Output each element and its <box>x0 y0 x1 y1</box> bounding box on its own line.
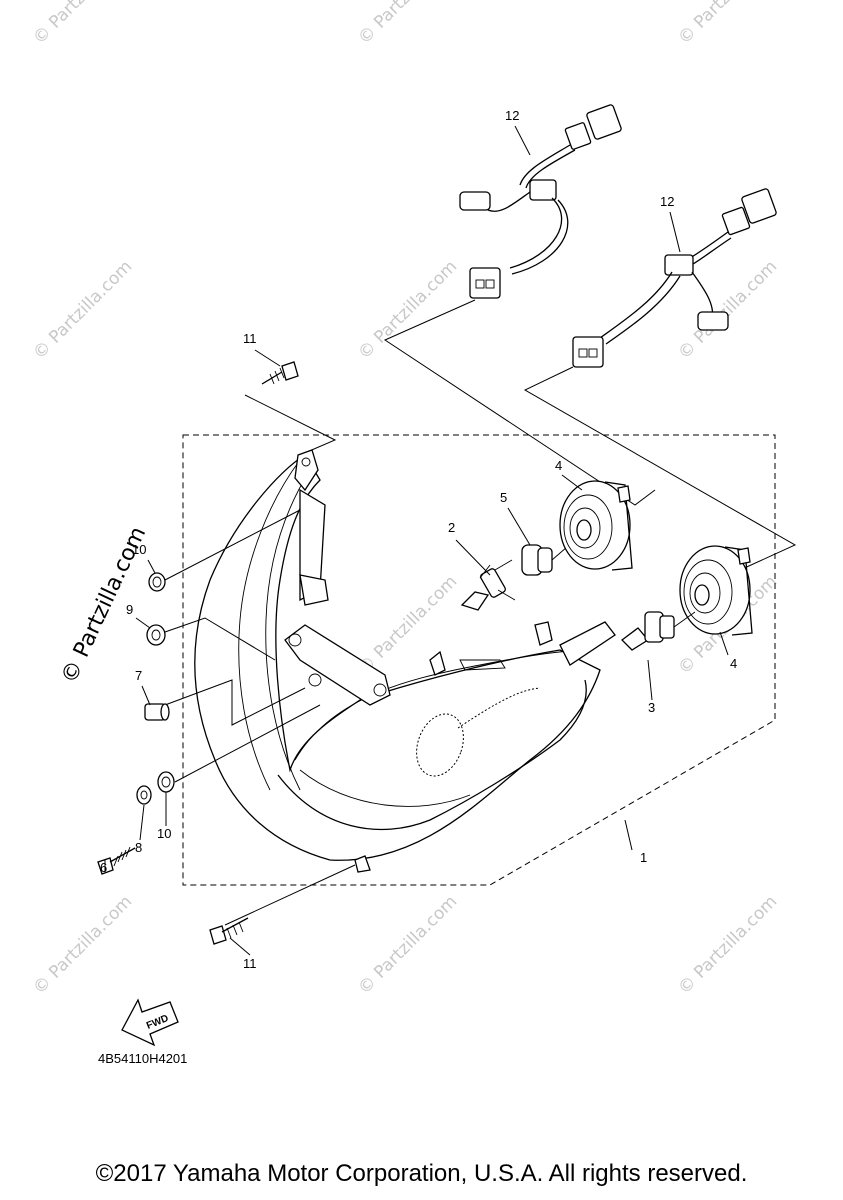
screw-11-lower <box>209 917 249 945</box>
callout-9: 9 <box>126 602 133 617</box>
headlight-assembly <box>194 449 616 873</box>
part-labels: 1 2 3 4 4 5 6 7 8 9 10 10 11 11 12 12 <box>100 108 737 971</box>
callout-5: 5 <box>500 490 507 505</box>
wire-harness-upper <box>459 104 622 299</box>
diagram-code: 4B54110H4201 <box>98 1051 187 1066</box>
callout-7: 7 <box>135 668 142 683</box>
callout-2: 2 <box>448 520 455 535</box>
assembly-boundary <box>182 434 776 886</box>
callout-12-lower: 12 <box>660 194 674 209</box>
callout-10-upper: 10 <box>132 542 146 557</box>
grommet-10-upper <box>148 572 166 592</box>
callout-11-upper: 11 <box>243 331 257 346</box>
callout-4-lower: 4 <box>730 656 737 671</box>
grommet-10-lower <box>157 771 175 793</box>
washer-8 <box>136 785 152 805</box>
bulb-cover-4-lower <box>679 545 753 636</box>
watermark: © Partzilla.com <box>354 0 461 49</box>
screw-11-upper <box>261 361 299 385</box>
callout-4-upper: 4 <box>555 458 562 473</box>
watermark: © Partzilla.com <box>674 892 781 999</box>
watermark: © Partzilla.com <box>354 257 461 364</box>
collar-7 <box>144 703 170 721</box>
callout-12-upper: 12 <box>505 108 519 123</box>
copyright-notice: ©2017 Yamaha Motor Corporation, U.S.A. A… <box>95 1160 748 1187</box>
grommet-9 <box>146 624 166 646</box>
callout-1: 1 <box>640 850 647 865</box>
callout-8: 8 <box>135 840 142 855</box>
bulb-2 <box>460 559 516 611</box>
socket-5 <box>521 539 576 576</box>
watermark: © Partzilla.com <box>29 257 136 364</box>
watermark: © Partzilla.com <box>354 572 461 679</box>
callout-11-lower: 11 <box>243 956 257 971</box>
wire-harness-lower <box>572 188 777 368</box>
watermark: © Partzilla.com <box>674 0 781 49</box>
bulb-3 <box>621 611 696 651</box>
side-watermark: © Partzilla.com <box>57 523 151 687</box>
callout-3: 3 <box>648 700 655 715</box>
watermark: © Partzilla.com <box>354 892 461 999</box>
callout-6: 6 <box>100 860 107 875</box>
fwd-arrow-icon: FWD <box>121 998 179 1047</box>
callout-10-lower: 10 <box>157 826 171 841</box>
watermark: © Partzilla.com <box>29 0 136 49</box>
watermark: © Partzilla.com <box>29 892 136 999</box>
bulb-cover-4-upper <box>559 480 633 571</box>
